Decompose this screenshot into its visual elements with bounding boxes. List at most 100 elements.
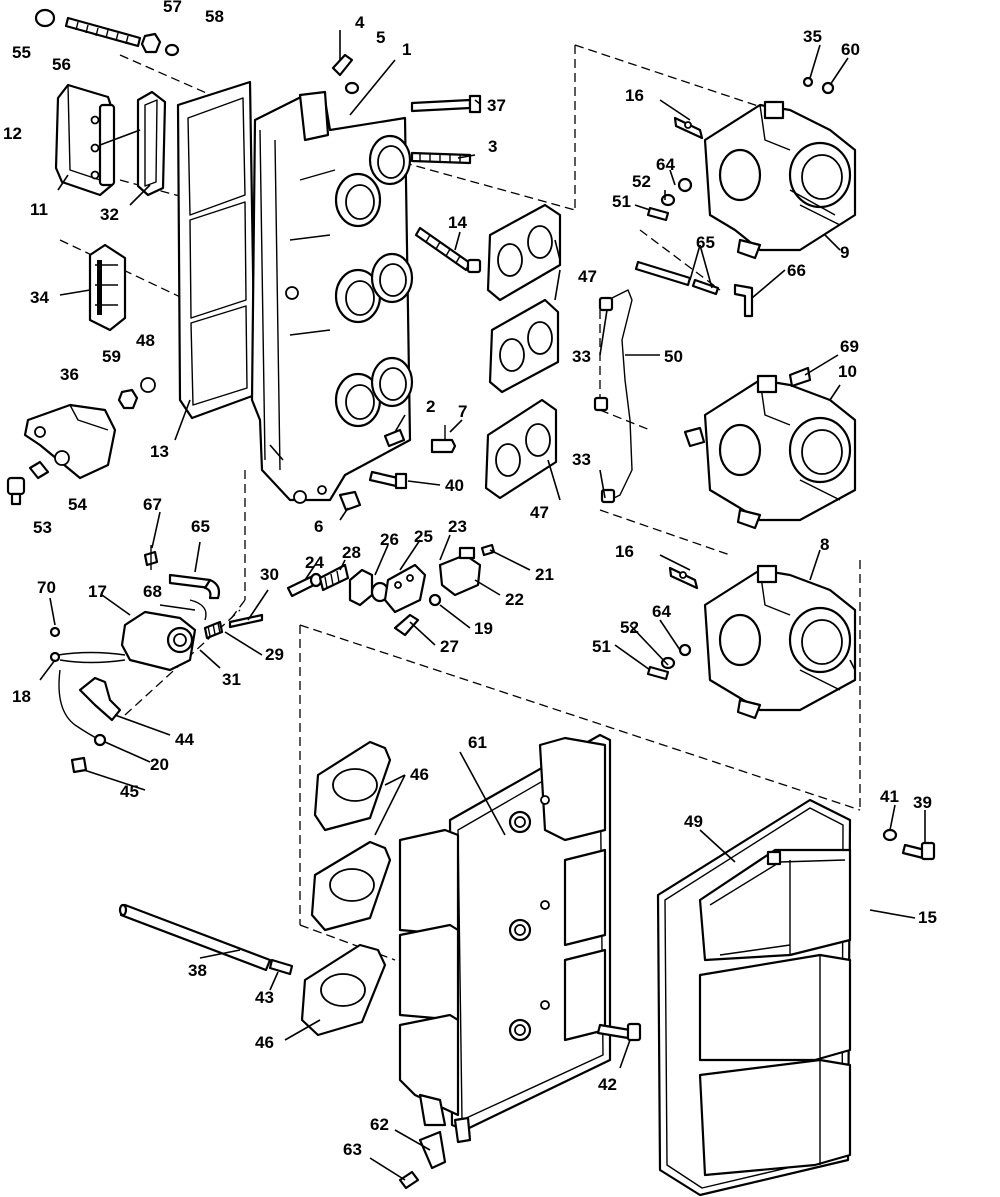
callout-20: 20 [150,755,169,774]
callout-45: 45 [120,782,139,801]
callout-58: 58 [205,7,224,26]
callout-37: 37 [487,96,506,115]
callout-60: 60 [841,40,860,59]
callout-41: 41 [880,787,899,806]
callout-33a: 33 [572,347,591,366]
bolt-set-top-left [34,8,180,57]
callout-39: 39 [913,793,932,812]
callout-56: 56 [52,55,71,74]
callout-54: 54 [68,495,87,514]
callout-14: 14 [448,213,467,232]
callout-11: 11 [30,200,48,219]
callout-30: 30 [260,565,279,584]
callout-13: 13 [150,442,169,461]
manifold-gasket-13 [176,80,257,420]
callout-57: 57 [163,0,182,16]
callout-8: 8 [820,535,829,554]
callout-50: 50 [664,347,683,366]
callout-46b: 46 [255,1033,274,1052]
callout-15: 15 [918,908,937,927]
screws-right-of-manifold [338,94,482,512]
callout-10: 10 [838,362,857,381]
callout-19: 19 [474,619,493,638]
callout-labels: 55 56 57 58 4 5 1 37 3 12 11 32 14 34 48… [3,0,937,1159]
callout-38: 38 [188,961,207,980]
callout-52b: 52 [620,618,639,637]
callout-24: 24 [305,553,324,572]
callout-44: 44 [175,730,194,749]
callout-64a: 64 [656,155,675,174]
callout-64b: 64 [652,602,671,621]
reed-block-34 [88,243,127,332]
carburetor-9 [646,76,857,260]
leader-lines [39,30,926,1181]
tube-38 [118,903,642,1190]
callout-65a: 65 [696,233,715,252]
carb-gaskets-47 [484,203,562,500]
link-rod-50 [593,289,633,504]
carburetor-8 [646,564,857,720]
callout-34: 34 [30,288,49,307]
callout-70: 70 [37,578,56,597]
callout-12: 12 [3,124,22,143]
callout-21: 21 [535,565,554,584]
callout-35: 35 [803,27,822,46]
callout-7: 7 [458,402,467,421]
callout-69: 69 [840,337,859,356]
callout-32: 32 [100,205,119,224]
callout-5: 5 [376,28,385,47]
callout-16b: 16 [615,542,634,561]
callout-16a: 16 [625,86,644,105]
intake-manifold-1 [250,90,414,504]
callout-65b: 65 [191,517,210,536]
callout-51b: 51 [592,637,611,656]
carburetor-10 [683,366,857,530]
bracket-36 [6,377,156,506]
callout-3: 3 [488,137,497,156]
callout-40: 40 [445,476,464,495]
callout-61: 61 [468,733,487,752]
callout-22: 22 [505,590,524,609]
cover-plate-11 [54,83,167,197]
callout-33b: 33 [572,450,591,469]
callout-4: 4 [355,13,365,32]
callout-67: 67 [143,495,162,514]
callout-49: 49 [684,812,703,831]
hose-fittings-65-66 [634,260,754,318]
callout-43: 43 [255,988,274,1007]
callout-31: 31 [222,670,241,689]
callout-48: 48 [136,331,155,350]
callout-47b: 47 [530,503,549,522]
callout-2: 2 [426,397,435,416]
clip-4 [331,53,360,95]
callout-59: 59 [102,347,121,366]
callout-62: 62 [370,1115,389,1134]
silencer-cover-15 [656,798,936,1197]
callout-18: 18 [12,687,31,706]
callout-25: 25 [414,527,433,546]
callout-68: 68 [143,582,162,601]
callout-26: 26 [380,530,399,549]
callout-28: 28 [342,543,361,562]
callout-1: 1 [402,40,411,59]
callout-6: 6 [314,517,323,536]
callout-23: 23 [448,517,467,536]
callout-55: 55 [12,43,31,62]
callout-17: 17 [88,582,107,601]
callout-52a: 52 [632,172,651,191]
callout-42: 42 [598,1075,617,1094]
callout-47a: 47 [578,267,597,286]
callout-36: 36 [60,365,79,384]
primer-solenoid-parts [49,543,496,774]
callout-29: 29 [265,645,284,664]
callout-9: 9 [840,243,849,262]
callout-66: 66 [787,261,806,280]
callout-46a: 46 [410,765,429,784]
callout-53: 53 [33,518,52,537]
air-silencer-base-61 [398,733,612,1144]
callout-63: 63 [343,1140,362,1159]
base-gaskets-46 [300,740,392,1037]
callout-27: 27 [440,637,459,656]
callout-51a: 51 [612,192,631,211]
